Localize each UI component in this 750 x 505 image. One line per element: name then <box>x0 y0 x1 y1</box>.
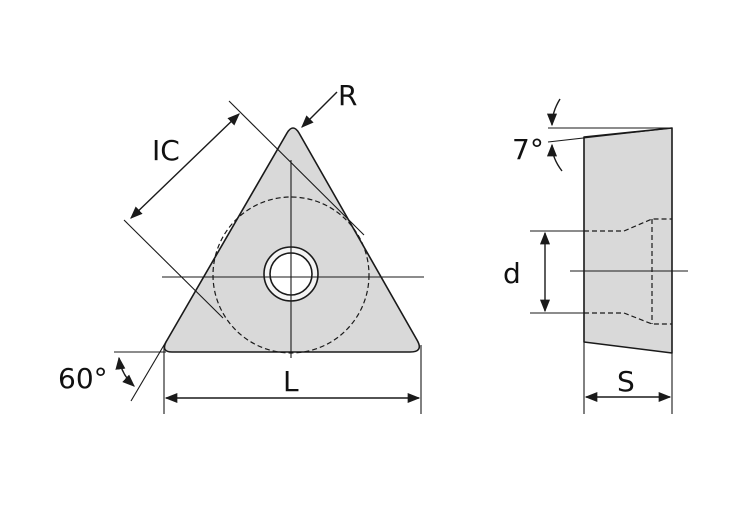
angle-7-label: 7° <box>512 133 544 166</box>
side-view: d 7° S <box>503 98 688 414</box>
ic-label: IC <box>152 134 180 167</box>
r-leader-line <box>301 91 338 128</box>
angle-7-arc-upper <box>546 98 561 127</box>
r-label: R <box>338 79 357 112</box>
insert-triangle <box>163 127 421 353</box>
insert-side-profile <box>583 127 673 354</box>
top-view: IC R 60° L <box>58 79 424 414</box>
angle-7-extension-line <box>547 127 673 143</box>
ic-extension-line-upper <box>228 100 365 236</box>
hole-hidden-line-upper <box>584 218 672 232</box>
ic-dimension-line <box>130 113 240 219</box>
angle-60-extension-line <box>130 339 168 402</box>
d-label: d <box>503 257 521 290</box>
angle-7-arc-lower <box>546 143 563 172</box>
angle-60-label: 60° <box>58 362 108 395</box>
hole-hidden-line-lower <box>584 312 672 325</box>
s-label: S <box>617 365 635 398</box>
l-label: L <box>283 365 299 398</box>
ic-extension-line-lower <box>123 219 224 319</box>
angle-60-arc <box>115 356 135 387</box>
